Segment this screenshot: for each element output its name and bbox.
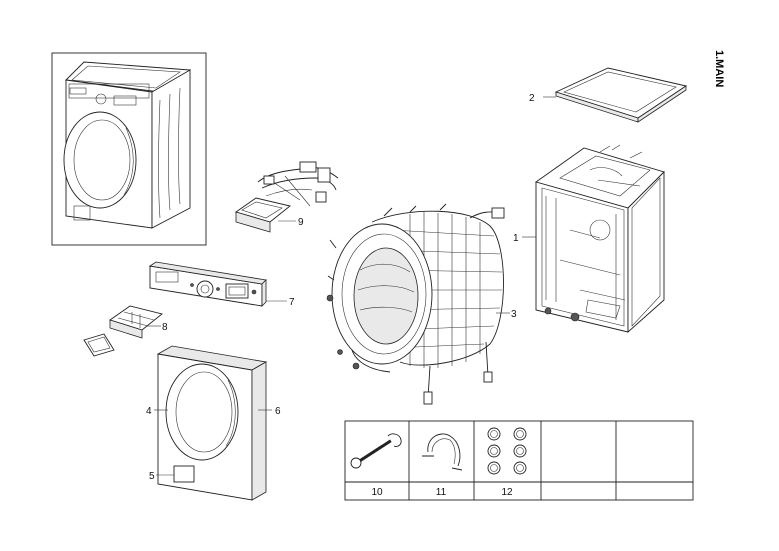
cabinet-frame: 1 xyxy=(513,144,665,334)
callout-3: 3 xyxy=(511,309,517,320)
accessory-table-frame xyxy=(344,420,694,501)
callout-5: 5 xyxy=(149,471,155,482)
cap-icon xyxy=(487,427,527,475)
accessory-label-12: 12 xyxy=(501,487,513,498)
inset-frame xyxy=(51,52,207,246)
front-panel: 4 5 6 xyxy=(146,345,281,501)
callout-4: 4 xyxy=(146,406,152,417)
spanner-icon xyxy=(350,433,402,469)
assembled-machine-inset xyxy=(51,52,207,246)
accessory-label-10: 10 xyxy=(371,487,383,498)
hose-clip-icon xyxy=(422,433,463,471)
callout-1: 1 xyxy=(513,233,519,244)
washing-machine-icon xyxy=(63,61,192,229)
wiring-harness: 9 xyxy=(234,161,339,233)
door-icon xyxy=(165,363,239,461)
callout-9: 9 xyxy=(298,217,304,228)
accessory-label-11: 11 xyxy=(436,487,447,498)
drum-tub-icon xyxy=(326,203,505,405)
top-cover-icon xyxy=(554,67,688,123)
page-title: 1.MAIN xyxy=(713,50,725,87)
top-cover: 2 xyxy=(529,67,688,123)
accessory-table: 10 11 12 xyxy=(344,420,694,501)
callout-8: 8 xyxy=(162,322,168,333)
cabinet-frame-icon xyxy=(534,144,665,334)
service-flap xyxy=(173,465,195,483)
callout-7: 7 xyxy=(289,297,295,308)
callout-2: 2 xyxy=(529,93,535,104)
wiring-harness-icon xyxy=(234,161,339,233)
detergent-drawer: 8 xyxy=(83,305,168,357)
callout-6: 6 xyxy=(275,406,281,417)
detergent-drawer-icon xyxy=(83,305,163,357)
drum-tub-assembly: 3 xyxy=(326,203,517,405)
control-panel: 7 xyxy=(148,261,295,308)
control-panel-icon xyxy=(148,261,267,307)
